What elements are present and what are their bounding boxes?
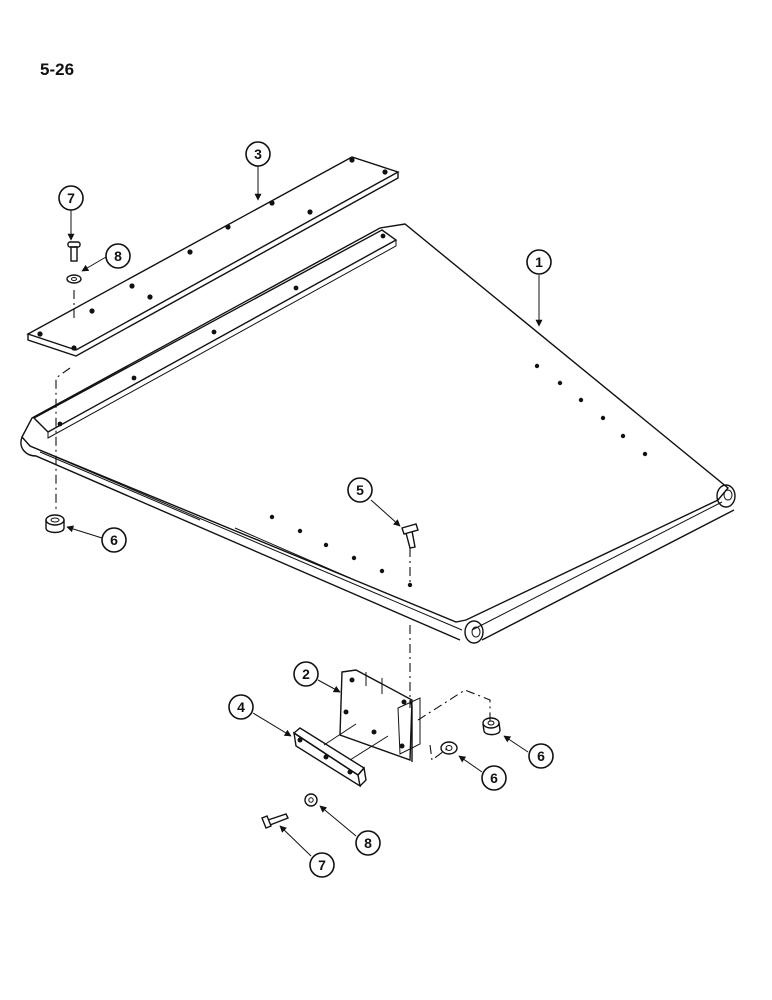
part-4-plate — [292, 723, 389, 788]
part-6-nut-right — [482, 717, 501, 736]
leader-lines — [66, 166, 543, 857]
svg-text:5: 5 — [356, 482, 364, 498]
part-3-strip — [26, 156, 400, 357]
callout-7-upper: 7 — [58, 185, 84, 211]
callout-5: 5 — [347, 477, 373, 503]
page-number: 5-26 — [40, 60, 75, 79]
part-6-nut-left — [45, 514, 65, 534]
callout-1: 1 — [526, 249, 552, 275]
svg-text:2: 2 — [302, 666, 310, 682]
callout-8-upper: 8 — [105, 243, 131, 269]
callout-2: 2 — [293, 661, 319, 687]
callout-6-right: 6 — [528, 743, 554, 769]
callout-6-left: 6 — [101, 527, 127, 553]
svg-text:8: 8 — [364, 835, 372, 851]
part-8-washer-upper — [66, 274, 82, 284]
part-2-bracket — [339, 669, 421, 762]
part-8-washer-lower — [304, 793, 318, 807]
part-7-bolt-lower — [261, 813, 289, 829]
callout-4: 4 — [228, 694, 254, 720]
part-7-bolt-upper — [67, 241, 81, 262]
svg-text:7: 7 — [67, 190, 75, 206]
svg-text:8: 8 — [114, 248, 122, 264]
svg-text:6: 6 — [537, 748, 545, 764]
callout-3: 3 — [245, 141, 271, 167]
svg-text:6: 6 — [490, 770, 498, 786]
callout-7-lower: 7 — [309, 852, 335, 878]
svg-text:1: 1 — [535, 254, 543, 270]
part-6-nut-middle — [440, 741, 458, 755]
part-1-panel — [20, 223, 736, 644]
callout-8-lower: 8 — [355, 830, 381, 856]
callout-6-middle: 6 — [481, 765, 507, 791]
part-5-bolt — [401, 523, 419, 549]
svg-text:6: 6 — [110, 532, 118, 548]
svg-text:4: 4 — [237, 699, 245, 715]
svg-text:3: 3 — [254, 146, 262, 162]
svg-text:7: 7 — [318, 857, 326, 873]
alignment-lines — [55, 290, 491, 762]
